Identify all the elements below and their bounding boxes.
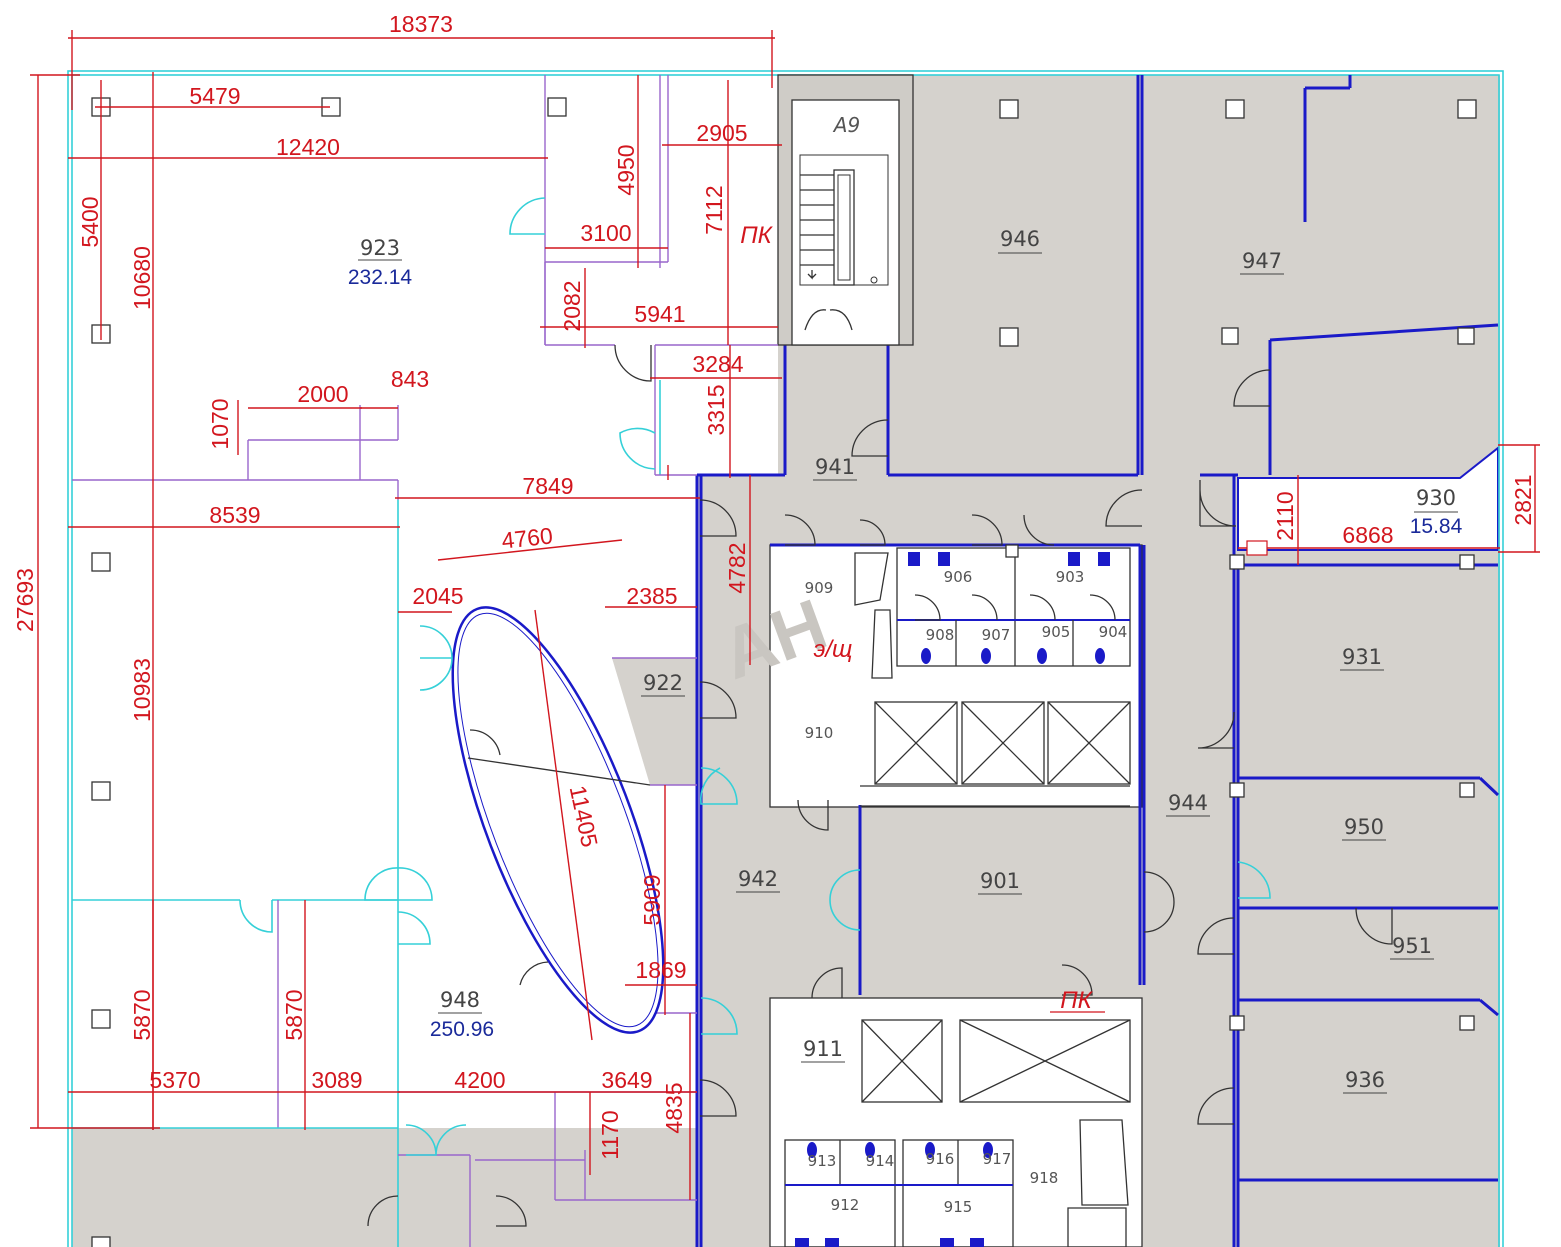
dim-label: 3315: [703, 384, 729, 435]
dim-label: 3100: [580, 220, 631, 246]
dim-label: 2045: [412, 583, 463, 609]
stair-label: А9: [832, 113, 860, 137]
room-number: 907: [982, 626, 1011, 644]
dim-label: 1869: [635, 957, 686, 983]
room-number: 901: [980, 869, 1020, 893]
room-number: 903: [1056, 568, 1085, 586]
dim-label: 3284: [692, 351, 743, 377]
dim-label: 5870: [129, 989, 155, 1040]
dim-label: 843: [391, 366, 429, 392]
room-number: 947: [1242, 249, 1282, 273]
room-number: 912: [831, 1196, 860, 1214]
dim-label: 4200: [454, 1067, 505, 1093]
room-number: 915: [944, 1198, 973, 1216]
dim-label: 2905: [696, 120, 747, 146]
dimension-lines: [30, 30, 1540, 1200]
room-number: 909: [805, 579, 834, 597]
room-number: 917: [983, 1150, 1012, 1168]
restrooms: [784, 547, 1131, 1247]
dim-label: 5941: [634, 301, 685, 327]
fire-hose-label: ПК: [1060, 987, 1093, 1014]
dim-label: 12420: [276, 134, 340, 160]
elevators: [860, 701, 1131, 1103]
room-number: 950: [1344, 815, 1384, 839]
dim-label: 4760: [500, 522, 554, 553]
columns: [91, 97, 1477, 1247]
dim-label: 6868: [1342, 522, 1393, 548]
room-number: 946: [1000, 227, 1040, 251]
dim-label: 1170: [597, 1110, 623, 1159]
elliptical-room: [451, 606, 665, 1034]
room-930-area: [1237, 445, 1499, 551]
room-number: 910: [805, 724, 834, 742]
dim-label: 4835: [661, 1082, 687, 1133]
dim-label: 5370: [149, 1067, 200, 1093]
dim-label: 5400: [77, 196, 103, 247]
room-number: 911: [803, 1037, 843, 1061]
room-number: 905: [1042, 623, 1071, 641]
dim-label: 4782: [724, 542, 750, 593]
dim-label: 5870: [281, 989, 307, 1040]
fire-hose-label: ПК: [740, 222, 773, 249]
room-number: 948: [440, 988, 480, 1012]
room-number: 936: [1345, 1068, 1385, 1092]
room-labels: 923 232.14 946 947 941 930 15.84 909 906…: [348, 227, 1463, 1216]
room-number: 951: [1392, 934, 1432, 958]
room-number: 906: [944, 568, 973, 586]
dim-label: 3089: [311, 1067, 362, 1093]
room-number: 913: [808, 1152, 837, 1170]
dim-label: 1070: [207, 398, 233, 449]
room-number: 923: [360, 236, 400, 260]
dim-label: 7112: [701, 185, 727, 234]
room-number: 942: [738, 867, 778, 891]
room-area: 250.96: [430, 1018, 494, 1041]
panel-icon: [1246, 540, 1268, 556]
dim-label: 2385: [626, 583, 677, 609]
room-number: 944: [1168, 791, 1208, 815]
dim-label: 27693: [12, 568, 38, 632]
dim-label: 2821: [1510, 474, 1536, 525]
dim-label: 4950: [613, 144, 639, 195]
room-number: 904: [1099, 623, 1128, 641]
room-number: 914: [866, 1152, 895, 1170]
dim-label: 2000: [297, 381, 348, 407]
dim-label: 2110: [1272, 491, 1298, 540]
room-number: 908: [926, 626, 955, 644]
plan-marks: А9 ПК ПК э/щ: [740, 113, 1268, 1014]
dim-label: 18373: [389, 11, 453, 37]
core-upper: [769, 544, 1143, 808]
room-area: 232.14: [348, 266, 413, 289]
dim-label: 5479: [189, 83, 240, 109]
dim-label: 8539: [209, 502, 260, 528]
room-number: 941: [815, 455, 855, 479]
dim-label: 3649: [601, 1067, 652, 1093]
dim-label: 5909: [639, 874, 665, 925]
dim-label: 7849: [522, 473, 573, 499]
dim-label: 10983: [129, 658, 155, 722]
room-number: 931: [1342, 645, 1382, 669]
room-number: 930: [1416, 486, 1456, 510]
room-number: 916: [926, 1150, 955, 1168]
room-number: 918: [1030, 1169, 1059, 1187]
dimension-labels: 18373 5479 12420 2905 4950 7112 5400 106…: [12, 11, 1536, 1160]
door-swings: [239, 197, 1393, 1227]
staircase-a9: [777, 74, 914, 346]
room-area: 15.84: [1410, 515, 1463, 538]
room-number: 922: [643, 671, 683, 695]
dim-label: 2082: [559, 280, 585, 331]
building-outline: [67, 70, 1504, 1247]
electrical-panel-label: э/щ: [814, 636, 853, 663]
dim-label: 10680: [129, 246, 155, 310]
